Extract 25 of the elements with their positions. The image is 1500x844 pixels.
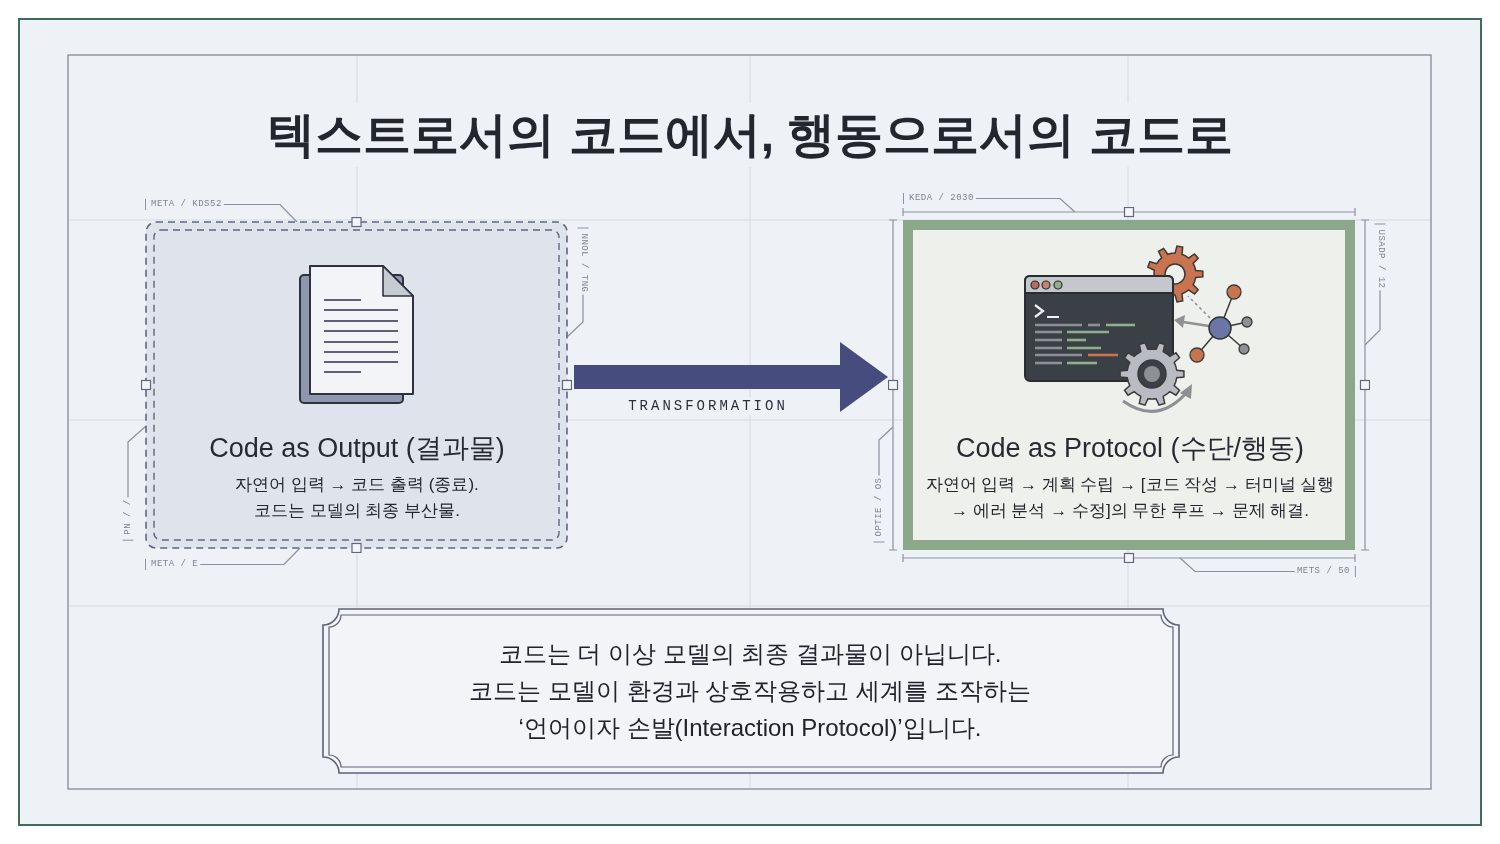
dashed-panel: [141, 217, 572, 553]
summary-frame: [320, 606, 1182, 776]
annotation-label: USADP / 12: [1374, 223, 1386, 289]
leader-line: [127, 425, 147, 498]
leader-line: [223, 203, 298, 223]
annotation-label: META / E: [145, 559, 199, 570]
leader-line: [1179, 557, 1296, 573]
panel-description: 자연어 입력 → 코드 출력 (종료). 코드는 모델의 최종 부산물.: [234, 474, 480, 522]
annotation-label: OPTIE / OS: [873, 477, 885, 543]
summary-text: 코드는 더 이상 모델의 최종 결과물이 아닙니다. 코드는 모델이 환경과 상호작용하고 세계를 조작하는 ‘언어이자 손발(Interaction Protocol)’입니다.: [468, 639, 1032, 743]
panel-heading: Code as Protocol (수단/행동): [955, 432, 1305, 465]
annotation-label: KEDA / 2030: [903, 193, 974, 204]
annotation-label: META / KDS52: [145, 199, 222, 210]
annotation-label: PN / /: [122, 499, 134, 541]
leader-line: [975, 197, 1076, 213]
block-arrow: [574, 342, 888, 412]
annotation-label: NNOL / TNG: [577, 227, 589, 293]
annotation-label: METS / 50: [1296, 566, 1356, 577]
leader-line: [878, 426, 894, 477]
leader-line: [199, 547, 301, 566]
title: 텍스트로서의 코드에서, 행동으로서의 코드로: [267, 103, 1233, 167]
panel-description: 자연어 입력 → 계획 수립 → [코드 작성 → 터미널 실행 → 에러 분석 → 수정]의 무한 루프 → 문제 해결.: [925, 474, 1335, 522]
framed-panel: [888, 207, 1370, 563]
leader-line: [1364, 289, 1381, 346]
panel-heading: Code as Output (결과물): [209, 432, 505, 465]
